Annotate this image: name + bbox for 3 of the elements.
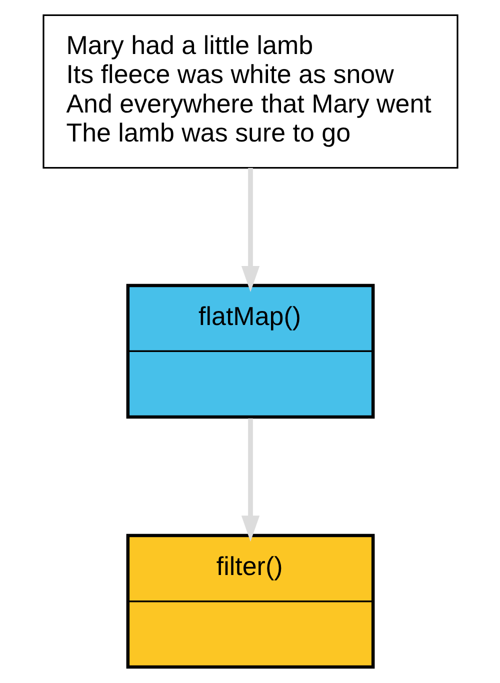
node-box: Mary had a little lamb Its fleece was white as snow And everywhere that Mary went The lamb was sure to go — [42, 14, 458, 169]
arrow — [240, 168, 260, 292]
arrow — [240, 418, 260, 542]
